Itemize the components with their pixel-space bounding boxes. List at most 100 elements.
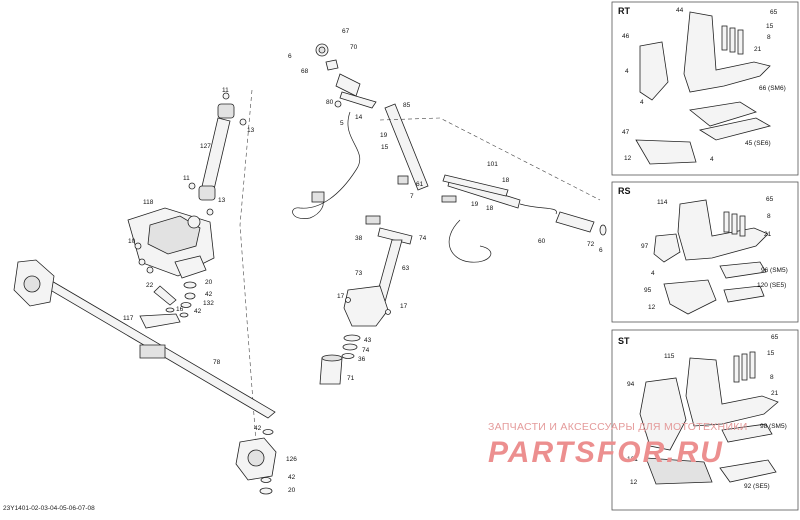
bracket-117 xyxy=(139,313,181,329)
part-number-callout: 17 xyxy=(337,293,345,300)
rt-bolt-a xyxy=(721,25,728,51)
part-number-callout: 118 xyxy=(143,199,154,206)
rs-bolt-a xyxy=(723,211,730,233)
bar-end-72 xyxy=(599,224,607,236)
part-number-callout: 43 xyxy=(364,337,372,344)
screw-80 xyxy=(334,100,342,108)
right-grip xyxy=(555,211,595,233)
rs-part-number-callout: 8 xyxy=(767,213,771,220)
rt-part-number-callout: 46 xyxy=(622,33,630,40)
rs-trim-120 xyxy=(723,285,765,303)
part-number-callout: 19 xyxy=(380,132,388,139)
power-steering-motor xyxy=(147,215,201,255)
upper-u-joint xyxy=(217,103,235,119)
left-hub-bore xyxy=(23,275,41,293)
bolt-17-left xyxy=(345,297,351,303)
lower-u-joint xyxy=(198,185,216,201)
part-number-callout: 20 xyxy=(288,487,296,494)
rt-console-44 xyxy=(683,11,771,93)
rs-part-number-callout: 4 xyxy=(651,270,655,277)
part-number-callout: 11 xyxy=(222,87,229,94)
part-number-callout: 22 xyxy=(146,282,154,289)
rt-part-number-callout: 15 xyxy=(766,23,774,30)
rt-part-number-callout: 66 (SM6) xyxy=(759,85,786,92)
rt-part-number-callout: 4 xyxy=(625,68,629,75)
part-number-callout: 18 xyxy=(486,205,494,212)
rt-cover-46 xyxy=(639,41,669,101)
rs-bolt-c xyxy=(739,215,746,237)
part-number-callout: 101 xyxy=(487,161,498,168)
rs-part-number-callout: 21 xyxy=(764,231,772,238)
panel-rs: RS xyxy=(611,181,799,323)
part-number-callout: 42 xyxy=(254,425,262,432)
rt-part-number-callout: 65 xyxy=(770,9,778,16)
bolt-17-right xyxy=(385,309,391,315)
part-number-callout: 16 xyxy=(176,306,184,313)
right-hub-bore xyxy=(247,449,265,467)
switch-61 xyxy=(397,175,409,185)
watermark-caption: ЗАПЧАСТИ И АКСЕССУАРЫ ДЛЯ МОТОТЕХНИКИ xyxy=(488,421,748,433)
rt-part-number-callout: 45 (SE6) xyxy=(745,140,771,147)
washer-16 xyxy=(165,307,175,313)
bushing-43 xyxy=(343,334,361,342)
st-console-115 xyxy=(685,357,779,427)
st-cover-94 xyxy=(639,377,687,451)
watermark: ЗАПЧАСТИ И АКСЕССУАРЫ ДЛЯ МОТОТЕХНИКИ PA… xyxy=(488,421,748,469)
part-number-callout: 42 xyxy=(205,291,213,298)
nut-42d xyxy=(260,477,272,483)
part-number-callout: 70 xyxy=(350,44,358,51)
panel-st: ST xyxy=(611,329,799,511)
rt-trim-45 xyxy=(698,117,772,141)
part-number-callout: 74 xyxy=(419,235,427,242)
rs-cover-95 xyxy=(663,279,717,315)
throttle-wire xyxy=(292,111,361,219)
insert-70 xyxy=(325,59,339,71)
part-number-callout: 6 xyxy=(599,247,603,254)
st-part-number-callout: 21 xyxy=(771,390,779,397)
rt-part-number-callout: 44 xyxy=(676,7,684,14)
washer-36 xyxy=(341,353,355,359)
part-number-callout: 18 xyxy=(502,177,510,184)
part-number-callout: 71 xyxy=(347,375,355,382)
rt-bolt-c xyxy=(737,29,744,55)
rs-part-number-callout: 120 (SE5) xyxy=(757,282,786,289)
wire-connector xyxy=(311,191,325,203)
part-number-callout: 85 xyxy=(403,102,411,109)
part-number-callout: 5 xyxy=(340,120,344,127)
part-number-callout: 38 xyxy=(355,235,363,242)
bolt-10 xyxy=(134,242,142,250)
handlebar-left xyxy=(384,103,429,191)
rs-bolt-b xyxy=(731,213,738,235)
pitman-arm-base xyxy=(174,255,207,279)
st-bolt-a xyxy=(733,355,740,383)
riser-block-73 xyxy=(343,285,389,327)
part-number-callout: 127 xyxy=(200,143,211,150)
riser-clamp-74 xyxy=(377,227,413,245)
part-number-callout: 67 xyxy=(342,28,350,35)
part-number-callout: 10 xyxy=(128,238,136,245)
rt-trim-66 xyxy=(689,101,757,127)
washer-20b xyxy=(259,487,273,495)
rs-part-number-callout: 12 xyxy=(648,304,656,311)
st-trim-98 xyxy=(721,423,773,443)
drawing-reference: 23Y1401-02-03-04-05-06-07-08 xyxy=(3,505,95,512)
part-number-callout: 117 xyxy=(123,315,134,322)
construction-line xyxy=(239,89,259,471)
clamp-74b xyxy=(342,343,358,351)
panel-st-title: ST xyxy=(618,336,630,346)
rt-part-number-callout: 21 xyxy=(754,46,762,53)
rt-bolt-b xyxy=(729,27,736,53)
handlebar-assembly xyxy=(292,43,607,385)
rs-console-114 xyxy=(677,199,769,261)
rs-cover-97 xyxy=(653,233,681,263)
bracket-22 xyxy=(153,285,177,306)
part-number-callout: 80 xyxy=(326,99,334,106)
part-number-callout: 42 xyxy=(194,308,202,315)
part-number-callout: 20 xyxy=(205,279,213,286)
part-number-callout: 7 xyxy=(410,193,414,200)
watermark-brand: PARTSFOR.RU xyxy=(488,436,724,469)
spacer-132 xyxy=(180,302,192,308)
part-number-callout: 19 xyxy=(471,201,479,208)
